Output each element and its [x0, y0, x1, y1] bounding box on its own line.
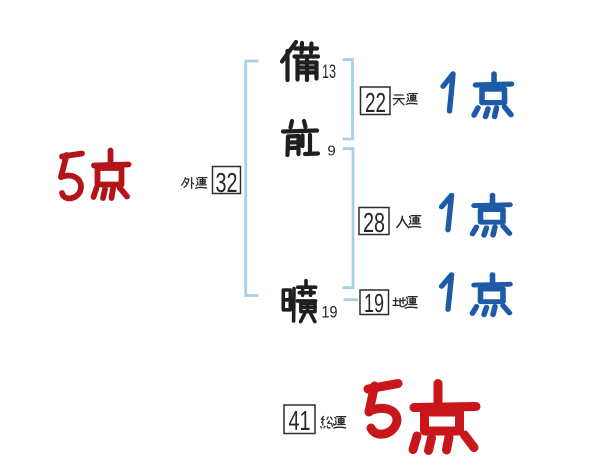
svg-text:9: 9	[327, 143, 335, 160]
svg-text:19: 19	[364, 288, 384, 318]
svg-text:22: 22	[365, 87, 386, 118]
svg-text:19: 19	[322, 303, 338, 322]
svg-text:41: 41	[289, 405, 311, 436]
svg-text:32: 32	[216, 167, 238, 198]
svg-text:13: 13	[322, 62, 336, 83]
svg-text:28: 28	[363, 207, 385, 238]
